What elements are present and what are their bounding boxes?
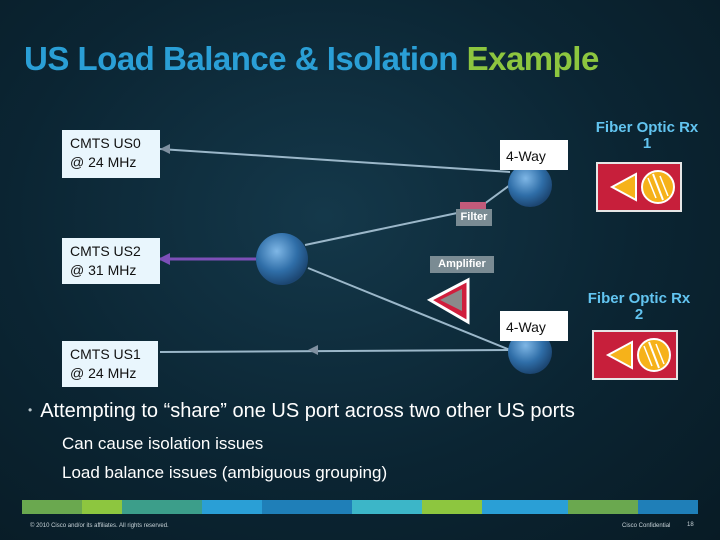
sub-bullet-1: Can cause isolation issues [62, 434, 264, 453]
arrow-head-us2 [158, 253, 170, 265]
cmts-us2-box: CMTS US2 @ 31 MHz [62, 238, 160, 284]
cmts-us2-line1: CMTS US2 [70, 243, 141, 259]
fiber-rx2-label: Fiber Optic Rx 2 [587, 290, 691, 323]
main-bullet-text: Attempting to “share” one US port across… [40, 400, 575, 422]
cmts-us1-line2: @ 24 MHz [70, 365, 137, 381]
cmts-us0-box: CMTS US0 @ 24 MHz [62, 130, 160, 178]
splitter-ball-bottom [508, 330, 552, 374]
filter-icon [460, 202, 486, 209]
line-us1-to-4way2 [159, 349, 511, 353]
splitter-top-label: 4-Way [506, 148, 546, 164]
splitter-bottom-box: 4-Way [500, 311, 568, 341]
fiber-rx1-box [596, 162, 682, 212]
title-part1: US Load Balance & Isolation [24, 40, 458, 77]
amplifier-label: Amplifier [430, 256, 494, 273]
footer-copyright: © 2010 Cisco and/or its affiliates. All … [30, 523, 169, 529]
splitter-top-box: 4-Way [500, 140, 568, 170]
fiber-rx1-label: Fiber Optic Rx 1 [595, 119, 699, 152]
fiber-rx2-icon [605, 338, 671, 372]
cmts-us1-line1: CMTS US1 [70, 346, 141, 362]
splitter-ball-middle [256, 233, 308, 285]
line-filter-to-ball [304, 211, 463, 246]
cmts-us0-line2: @ 24 MHz [70, 154, 137, 170]
fiber-rx1-icon [609, 170, 675, 204]
line-ball-to-4way2 [307, 267, 511, 351]
title-part2: Example [466, 40, 600, 77]
arrow-head-us0 [160, 144, 170, 154]
line-us0-to-4way [159, 148, 511, 173]
main-bullet: • Attempting to “share” one US port acros… [28, 400, 575, 423]
sub-bullet-2: Load balance issues (ambiguous grouping) [62, 463, 388, 482]
network-diagram [158, 144, 552, 374]
splitter-ball-top [508, 163, 552, 207]
bullet-dot: • [28, 403, 33, 417]
cmts-us0-line1: CMTS US0 [70, 135, 141, 151]
fiber-rx2-box [592, 330, 678, 380]
splitter-bottom-label: 4-Way [506, 319, 546, 335]
filter-label: Filter [456, 209, 492, 226]
slide-title: US Load Balance & Isolation Example [24, 40, 599, 78]
arrow-head-us1 [308, 345, 318, 355]
amplifier-inner [440, 289, 462, 311]
cmts-us1-box: CMTS US1 @ 24 MHz [62, 341, 158, 387]
footer-confidential: Cisco Confidential [622, 523, 671, 529]
cmts-us2-line2: @ 31 MHz [70, 262, 137, 278]
page-number: 18 [687, 522, 694, 528]
footer-color-bar [22, 500, 698, 514]
